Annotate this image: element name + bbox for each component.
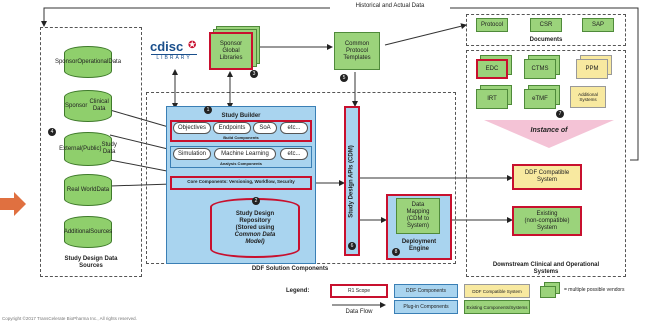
cdisc-logo-main: cdisc (150, 39, 184, 54)
sources-badge: 4 (48, 128, 56, 136)
deployment-badge: 8 (392, 248, 400, 256)
build-item-endpoints: Endpoints (213, 122, 251, 134)
downstream-region (466, 50, 626, 277)
historical-data-label: Historical and Actual Data (330, 3, 450, 10)
core-components (170, 176, 312, 190)
documents-label: Documents (529, 37, 563, 43)
core-label: Core Components: Versioning, Workflow, S… (187, 179, 295, 184)
legend-title: Legend: (286, 288, 310, 294)
copyright: Copyright ©2017 TransCelerate BioPharma … (2, 316, 137, 321)
builder-badge: 1 (204, 106, 212, 114)
instance-of-label: Instance of (530, 127, 568, 134)
doc-sap: SAP (582, 18, 614, 32)
analysis-item-machine-learning: Machine Learning (214, 148, 276, 160)
solution-label: DDF Solution Components (251, 266, 329, 272)
libraries-badge: 3 (250, 70, 258, 78)
system-irt: IRT (476, 89, 508, 109)
documents-region (466, 14, 626, 46)
build-item-etc: etc... (280, 122, 308, 134)
legend-ddf-compatible: DDF Compatible System (464, 284, 530, 298)
repository-badge: 2 (252, 197, 260, 205)
system-ctms: CTMS (524, 59, 556, 79)
analysis-item-simulation: Simulation (173, 148, 211, 160)
pointer-arrow (0, 192, 26, 216)
builder-title: Study Builder (221, 113, 261, 119)
legend-ddf-components: DDF Components (394, 284, 458, 298)
build-label: Build Components (223, 135, 259, 140)
doc-csr: CSR (530, 18, 562, 32)
build-item-objectives: Objectives (173, 122, 211, 134)
existing-system: Existing(non-compatible)System (512, 206, 582, 236)
systems-badge: 7 (556, 110, 564, 118)
analysis-item-etc: etc... (280, 148, 308, 160)
instance-triangle (484, 120, 614, 148)
legend-data-flow: Data Flow (345, 309, 373, 315)
sources-region (40, 27, 142, 277)
api-label: Study Design APIs (CDM) (348, 145, 355, 218)
system-edc: EDC (476, 59, 508, 79)
cdisc-logo-sub: LIBRARY (151, 54, 197, 61)
cdisc-star-icon: ✪ (188, 40, 197, 51)
build-item-soa: SoA (253, 122, 277, 134)
legend-plugin: Plug-in Components (394, 300, 458, 314)
legend-existing: Existing Components/Systems (464, 300, 530, 314)
analysis-label: Analysis Components (219, 161, 262, 166)
system-etmf: eTMF (524, 89, 556, 109)
system-ppm: PPM (576, 59, 608, 79)
api-badge: 6 (348, 242, 356, 250)
historical-data-line (41, 7, 639, 161)
system-additional: Additional Systems (570, 86, 606, 108)
templates-badge: 5 (340, 74, 348, 82)
legend-stack-icon (540, 286, 556, 298)
legend-r1-scope: R1 Scope (330, 284, 388, 298)
cdisc-logo: cdisc ✪ LIBRARY (148, 40, 200, 68)
legend-multiple: = multiple possible vendors (564, 287, 625, 293)
study-design-apis (344, 106, 360, 256)
source-external-public: External(Public)Study Data (59, 132, 117, 166)
doc-protocol: Protocol (476, 18, 508, 32)
analysis-components-group (170, 146, 312, 168)
